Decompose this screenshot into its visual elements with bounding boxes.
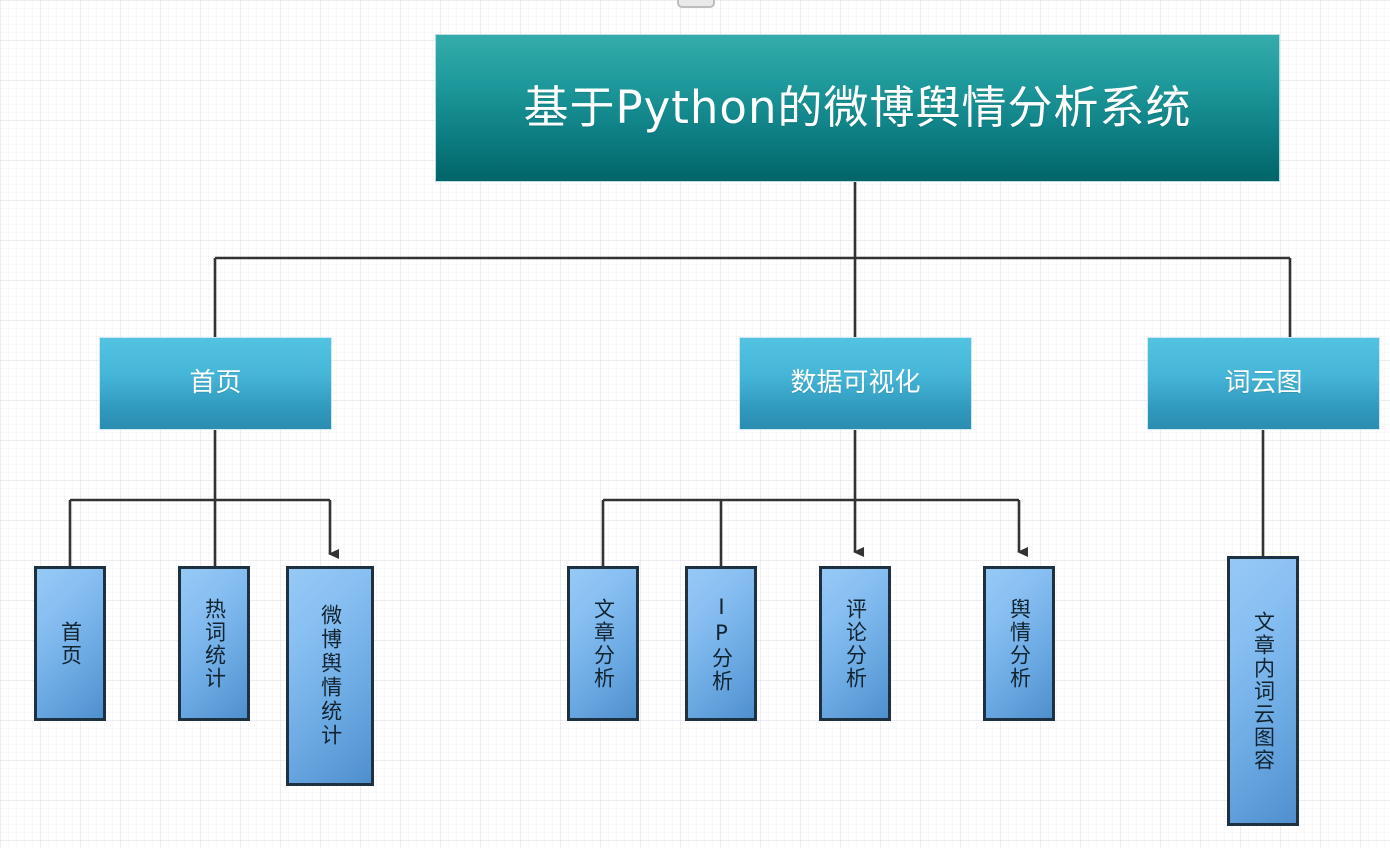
leaf-node-article-content-wordcloud-label: 文章内词云图容 — [1251, 610, 1276, 772]
level2-node-visualization[interactable]: 数据可视化 — [739, 337, 972, 430]
leaf-node-article-content-wordcloud[interactable]: 文章内词云图容 — [1227, 556, 1299, 826]
leaf-node-ip-analysis[interactable]: IP分析 — [685, 566, 757, 721]
leaf-node-comment-analysis-label: 评论分析 — [843, 597, 868, 690]
level2-node-home[interactable]: 首页 — [99, 337, 332, 430]
leaf-node-ip-analysis-label: IP分析 — [709, 594, 734, 693]
top-partial-handle — [677, 0, 715, 8]
leaf-node-hot-word-stats[interactable]: 热词统计 — [178, 566, 250, 721]
level2-node-wordcloud-label: 词云图 — [1224, 367, 1303, 398]
leaf-node-sentiment-analysis-label: 舆情分析 — [1007, 597, 1032, 690]
root-node-title[interactable]: 基于Python的微博舆情分析系统 — [435, 34, 1280, 182]
leaf-node-article-analysis-label: 文章分析 — [591, 597, 616, 690]
level2-node-home-label: 首页 — [189, 367, 242, 398]
leaf-node-article-analysis[interactable]: 文章分析 — [567, 566, 639, 721]
root-node-label: 基于Python的微博舆情分析系统 — [523, 81, 1192, 135]
edge-visualization-branch — [601, 430, 1028, 566]
leaf-node-home-index[interactable]: 首页 — [34, 566, 106, 721]
level2-node-visualization-label: 数据可视化 — [790, 367, 921, 398]
edge-home-branch — [68, 430, 339, 566]
leaf-node-home-index-label: 首页 — [58, 620, 83, 667]
leaf-node-sentiment-analysis[interactable]: 舆情分析 — [983, 566, 1055, 721]
leaf-node-comment-analysis[interactable]: 评论分析 — [819, 566, 891, 721]
leaf-node-weibo-sentiment-stats[interactable]: 微博舆情统计 — [286, 566, 374, 786]
edge-root-to-level2 — [213, 182, 1292, 337]
leaf-node-hot-word-stats-label: 热词统计 — [202, 597, 227, 690]
level2-node-wordcloud[interactable]: 词云图 — [1147, 337, 1380, 430]
leaf-node-weibo-sentiment-stats-label: 微博舆情统计 — [318, 604, 343, 748]
